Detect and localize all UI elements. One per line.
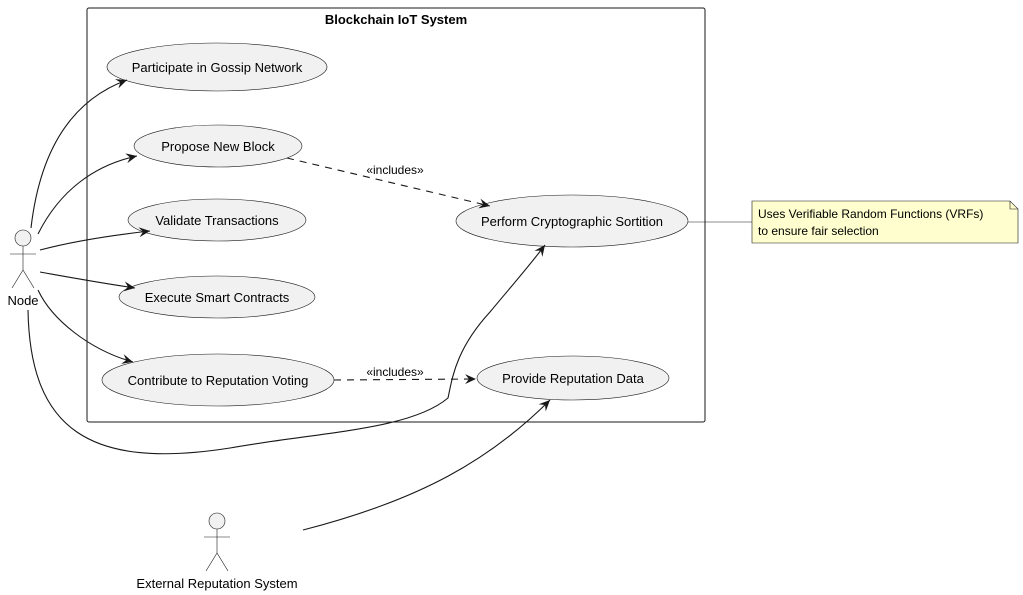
association-node-execute	[39, 271, 136, 292]
external-reputation-actor: External Reputation System	[136, 512, 298, 591]
vrf-note: Uses Verifiable Random Functions (VRFs) …	[751, 200, 1019, 244]
association-node-validate	[39, 227, 151, 251]
use-case-execute-label: Execute Smart Contracts	[145, 290, 290, 305]
system-boundary	[86, 7, 706, 423]
use-case-gossip: Participate in Gossip Network	[106, 42, 328, 92]
association-node-propose	[37, 153, 138, 235]
use-case-reputation-data: Provide Reputation Data	[476, 355, 670, 401]
system-title: Blockchain IoT System	[325, 12, 467, 27]
include-label-2: «includes»	[366, 365, 424, 379]
association-node-sortition	[27, 244, 546, 455]
use-case-validate: Validate Transactions	[127, 198, 307, 242]
node-actor-label: Node	[7, 293, 38, 308]
use-case-execute: Execute Smart Contracts	[118, 275, 316, 319]
node-actor: Node	[7, 229, 39, 308]
use-case-gossip-label: Participate in Gossip Network	[132, 60, 303, 75]
use-case-contribute: Contribute to Reputation Voting	[101, 353, 335, 407]
association-node-gossip	[30, 79, 128, 229]
use-case-contribute-label: Contribute to Reputation Voting	[128, 373, 309, 388]
include-label-1: «includes»	[366, 163, 424, 177]
use-case-propose: Propose New Block	[133, 124, 303, 168]
use-case-reputation-data-label: Provide Reputation Data	[502, 371, 644, 386]
external-reputation-actor-label: External Reputation System	[136, 576, 297, 591]
use-case-validate-label: Validate Transactions	[155, 213, 279, 228]
note-line-2: to ensure fair selection	[758, 224, 879, 238]
association-external-reputation-data	[302, 399, 551, 531]
use-case-sortition-label: Perform Cryptographic Sortition	[481, 214, 663, 229]
use-case-sortition: Perform Cryptographic Sortition	[455, 194, 689, 248]
association-node-contribute	[37, 289, 134, 364]
note-line-1: Uses Verifiable Random Functions (VRFs)	[758, 207, 983, 221]
include-edge-propose-sortition	[286, 157, 491, 209]
use-case-propose-label: Propose New Block	[161, 139, 275, 154]
